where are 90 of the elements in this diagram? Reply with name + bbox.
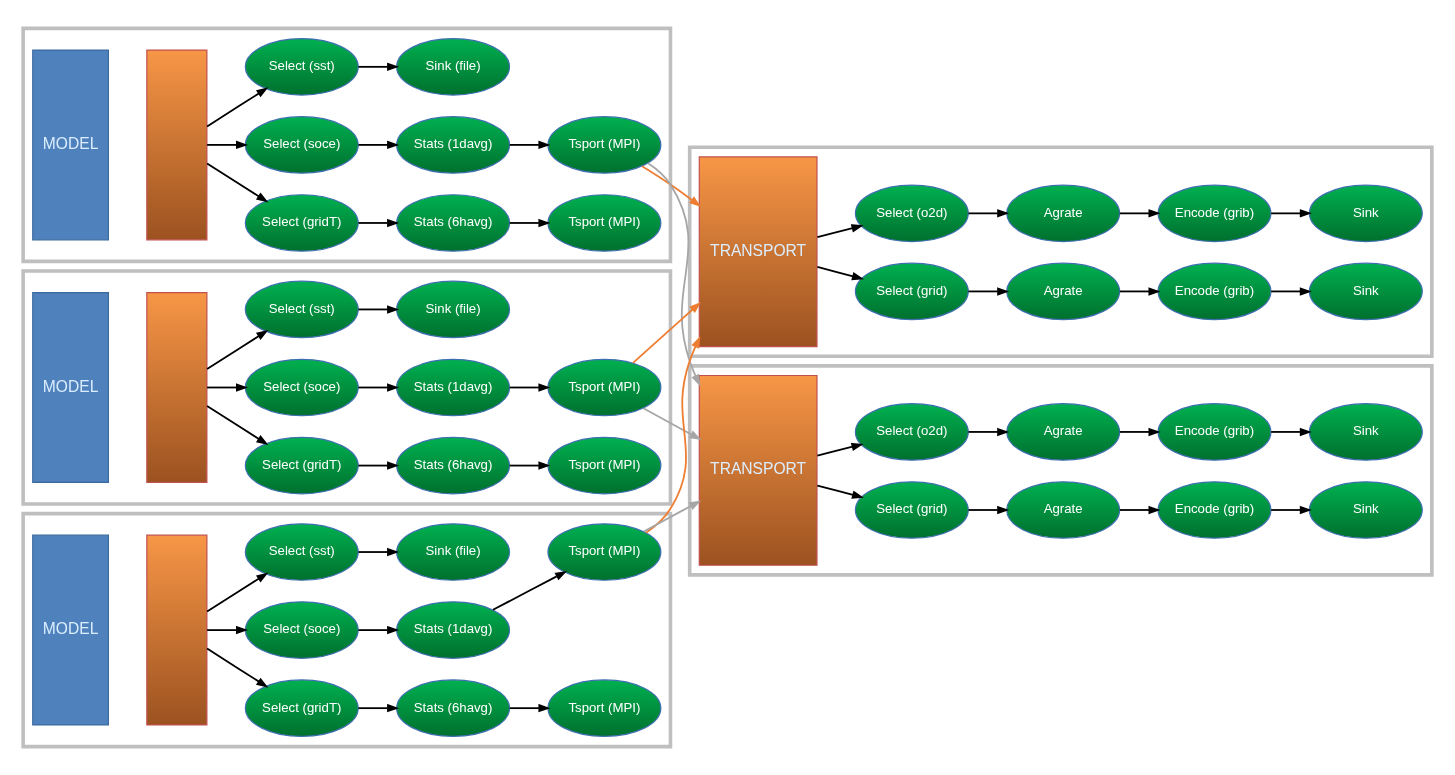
arrow <box>357 218 400 228</box>
arrow <box>508 703 551 713</box>
arrow <box>1118 209 1161 218</box>
node-ellipse: Tsport (MPI) <box>547 436 662 495</box>
arrow <box>206 162 269 203</box>
arrow <box>508 140 551 150</box>
node-ellipse: Select (soce) <box>244 116 359 174</box>
arrow <box>967 287 1010 296</box>
node-box: MODEL <box>32 292 109 483</box>
node-box: MODEL <box>32 49 109 241</box>
node-ellipse: Stats (6havg) <box>396 679 511 737</box>
node-ellipse: Sink (file) <box>396 38 511 96</box>
arrow <box>967 427 1010 437</box>
arrow <box>508 383 551 392</box>
arrow <box>492 570 568 611</box>
cluster <box>21 269 673 506</box>
node-box: TRANSPORT <box>698 156 818 348</box>
node-ellipse: Sink <box>1308 403 1423 461</box>
arrow <box>206 647 269 688</box>
node-ellipse: Agrate <box>1006 262 1121 321</box>
arrow <box>816 266 864 281</box>
arrow <box>816 224 864 238</box>
arrow <box>508 461 551 470</box>
arrow <box>1118 287 1161 296</box>
arrow <box>357 461 400 470</box>
arrow <box>816 442 864 457</box>
node-ellipse: Tsport (MPI) <box>547 116 662 174</box>
arrow <box>1270 209 1312 218</box>
arrow <box>1270 287 1312 296</box>
node-ellipse: Encode (grib) <box>1157 262 1272 321</box>
node-ellipse: Select (soce) <box>244 601 359 659</box>
node-ellipse: Stats (1davg) <box>396 601 511 659</box>
node-ellipse: Stats (1davg) <box>396 358 511 417</box>
arrow <box>357 547 400 557</box>
node-ellipse: Select (o2d) <box>854 184 969 243</box>
arrow <box>1270 505 1312 515</box>
arrow <box>645 335 701 534</box>
arrow <box>357 140 400 150</box>
cluster <box>21 26 673 264</box>
cluster <box>21 511 673 749</box>
node-ellipse: Tsport (MPI) <box>547 679 662 737</box>
node-ellipse: Stats (1davg) <box>396 116 511 174</box>
node-ellipse: Sink (file) <box>396 523 511 581</box>
arrow <box>967 505 1010 515</box>
arrow <box>357 625 400 635</box>
arrow <box>206 383 249 392</box>
arrow <box>357 703 400 713</box>
node-ellipse: Encode (grib) <box>1157 403 1272 461</box>
arrow <box>1270 427 1312 437</box>
node-ellipse: Sink <box>1308 481 1423 539</box>
arrow <box>357 305 400 314</box>
arrow <box>1118 427 1161 437</box>
arrow <box>632 301 702 364</box>
node-bar <box>146 292 208 483</box>
arrow <box>1118 505 1161 515</box>
node-ellipse: Encode (grib) <box>1157 184 1272 243</box>
arrow <box>206 405 269 446</box>
node-ellipse: Sink <box>1308 184 1423 243</box>
node-ellipse: Select (grid) <box>854 481 969 539</box>
arrow <box>206 87 269 128</box>
node-box: MODEL <box>32 534 109 726</box>
arrow <box>642 500 702 533</box>
node-ellipse: Sink (file) <box>396 280 511 339</box>
arrow <box>206 140 249 150</box>
node-ellipse: Select (grid) <box>854 262 969 321</box>
node-ellipse: Stats (6havg) <box>396 194 511 252</box>
arrow <box>642 407 702 440</box>
node-ellipse: Stats (6havg) <box>396 436 511 495</box>
arrow <box>647 162 701 387</box>
arrow <box>641 165 702 207</box>
arrow <box>206 625 249 635</box>
arrow <box>206 572 269 613</box>
node-ellipse: Tsport (MPI) <box>547 194 662 252</box>
node-ellipse: Agrate <box>1006 184 1121 243</box>
node-bar <box>146 534 208 726</box>
node-bar <box>146 49 208 241</box>
node-ellipse: Agrate <box>1006 481 1121 539</box>
arrow <box>206 329 269 370</box>
arrow <box>357 383 400 392</box>
node-box: TRANSPORT <box>698 374 818 566</box>
node-ellipse: Sink <box>1308 262 1423 321</box>
arrow <box>357 62 400 72</box>
node-ellipse: Select (soce) <box>244 358 359 417</box>
node-ellipse: Select (o2d) <box>854 403 969 461</box>
arrow <box>508 218 551 228</box>
arrow <box>967 209 1010 218</box>
arrow <box>816 484 864 499</box>
node-ellipse: Encode (grib) <box>1157 481 1272 539</box>
node-ellipse: Agrate <box>1006 403 1121 461</box>
node-ellipse: Tsport (MPI) <box>547 358 662 417</box>
